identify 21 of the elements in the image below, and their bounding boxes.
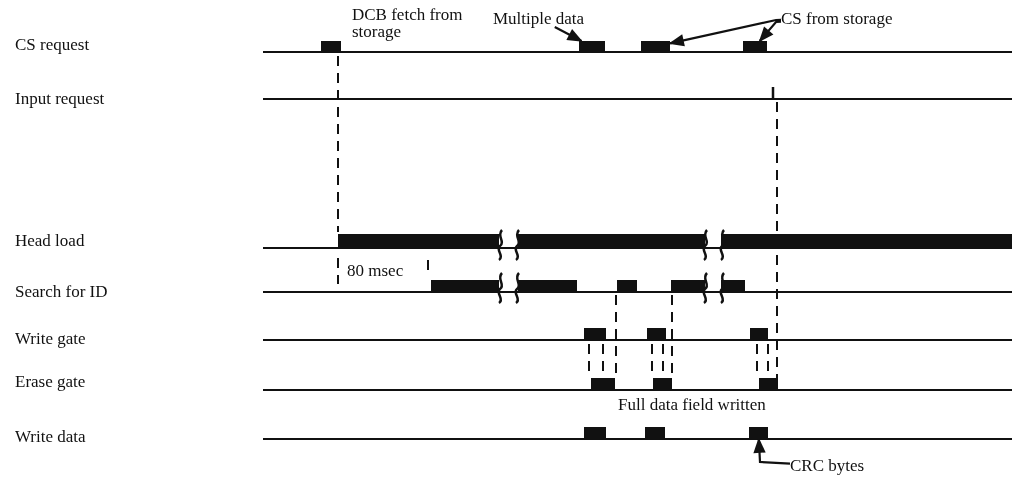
leader-arrow bbox=[554, 26, 583, 42]
signal-name: Head load bbox=[15, 232, 85, 249]
signal-name: CS request bbox=[15, 36, 90, 53]
signal-pulse bbox=[749, 427, 768, 439]
leader-arrow bbox=[753, 437, 791, 465]
callout-text: Multiple data bbox=[493, 10, 585, 27]
duration-label: 80 msec bbox=[347, 262, 404, 279]
signal-name: Write gate bbox=[15, 330, 86, 347]
leader-arrow bbox=[668, 18, 782, 47]
signal-name: Erase gate bbox=[15, 373, 86, 390]
annotation-text: Full data field written bbox=[618, 396, 766, 413]
signal-pulse bbox=[641, 41, 670, 52]
signal-pulse bbox=[743, 41, 767, 52]
callout-text: CS from storage bbox=[781, 10, 893, 27]
callout-text: CRC bytes bbox=[790, 457, 865, 474]
signal-name: Write data bbox=[15, 428, 86, 445]
signal-pulse bbox=[579, 41, 605, 52]
annotation-text: DCB fetch from storage bbox=[352, 6, 464, 40]
leader-arrow bbox=[758, 20, 782, 43]
signal-name: Input request bbox=[15, 90, 105, 107]
signal-name: Search for ID bbox=[15, 283, 108, 300]
